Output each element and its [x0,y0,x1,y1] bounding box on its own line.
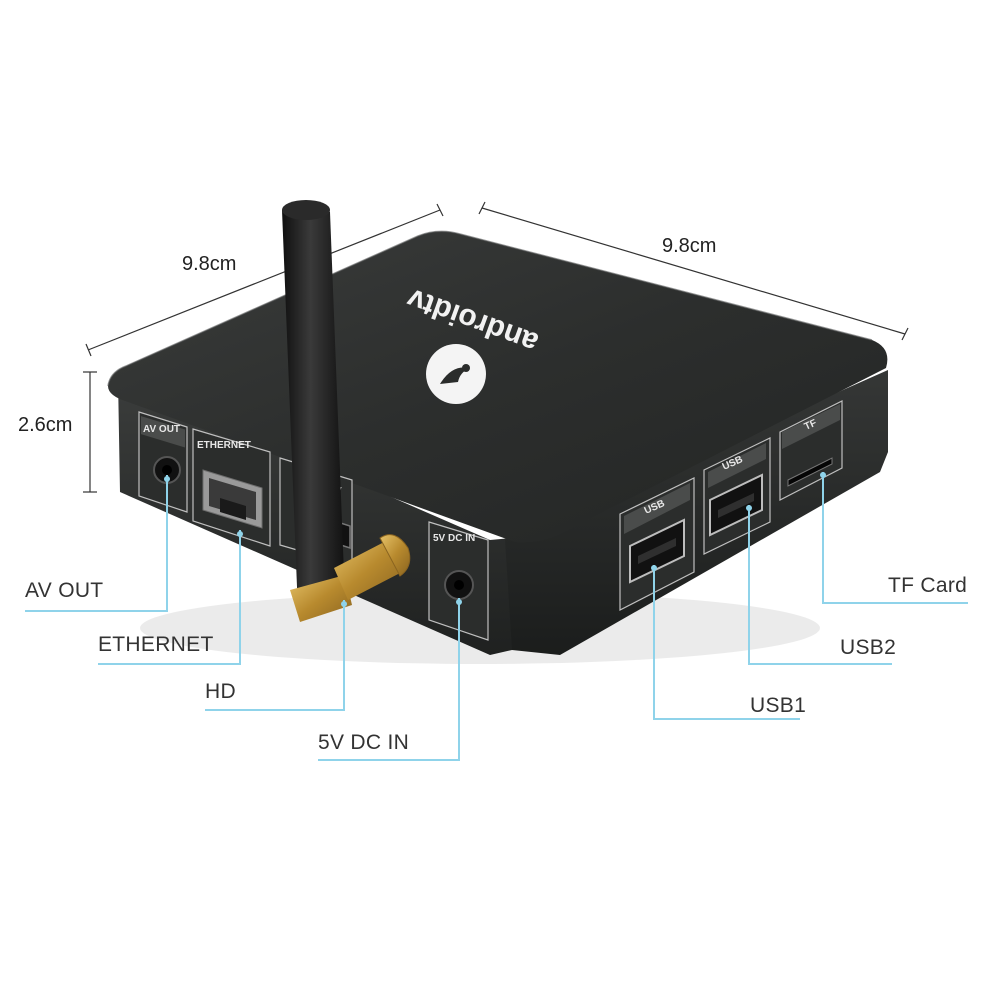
antenna-base [290,575,352,622]
callout-lines [25,472,968,761]
port-tf: TF [779,400,843,501]
dimension-width-right-label: 9.8cm [662,235,716,257]
dimension-width-left-label: 9.8cm [182,253,236,275]
port-dc-in: 5V DC IN [428,521,489,641]
port-ethernet: ETHERNET [192,428,271,547]
dimension-width-left: 9.8cm [85,203,444,357]
port-tf-label: TF [803,418,819,433]
antenna-connector [334,540,402,600]
antenna-rod [282,203,345,612]
callout-av-out: AV OUT [25,579,103,602]
callout-usb2: USB2 [840,636,896,659]
callout-labels: AV OUT ETHERNET HD 5V DC IN USB1 USB2 TF… [25,574,967,754]
port-av-out-label: AV OUT [143,424,180,435]
dimension-height: 2.6cm [18,371,97,493]
callout-line-av-out [25,475,168,612]
tv-box: androidtv AV OUT ETHERNET V 5V DC IN [107,230,888,664]
port-dc-in-label: 5V DC IN [433,533,475,544]
antenna [282,200,411,622]
callout-line-tf-card [822,472,968,604]
callout-line-usb1 [653,565,800,720]
callout-dc-in: 5V DC IN [318,731,409,754]
callout-tf-card: TF Card [888,574,967,597]
callout-line-ethernet [98,530,241,665]
port-ethernet-label: ETHERNET [197,440,251,451]
callout-line-hd [205,600,345,711]
port-usb2: USB [703,437,771,555]
dimension-width-right: 9.8cm [478,201,909,341]
callout-line-usb2 [748,505,892,665]
callout-ethernet: ETHERNET [98,633,214,656]
port-av-out: AV OUT [138,411,188,513]
callout-line-dc-in [318,598,460,761]
dimension-height-label: 2.6cm [18,414,72,436]
callout-hd: HD [205,680,236,703]
callout-usb1: USB1 [750,694,806,717]
port-usb1: USB [619,477,695,611]
